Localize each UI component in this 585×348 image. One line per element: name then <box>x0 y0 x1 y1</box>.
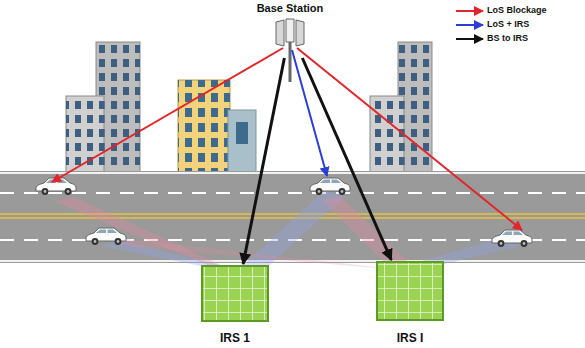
labelled-node: IRS I <box>371 260 449 345</box>
node-label: Base Station <box>257 2 324 15</box>
labelled-node: IRS 1 <box>196 264 274 345</box>
legend-samples <box>456 11 483 39</box>
legend-label: LoS + IRS <box>487 19 529 30</box>
vehicles <box>36 178 532 247</box>
bs-to-irs-link <box>302 58 391 260</box>
direct-links <box>52 48 522 230</box>
node-label: IRS I <box>397 331 424 345</box>
irs-panels <box>202 262 443 321</box>
legend-label: LoS Blockage <box>487 5 547 16</box>
buildings <box>66 42 432 172</box>
labelled-node: Base Station <box>250 2 330 58</box>
irs-beams <box>55 190 520 272</box>
bs-to-irs-link <box>243 58 284 264</box>
node-label: IRS 1 <box>220 331 250 345</box>
legend-label: BS to IRS <box>487 33 528 44</box>
